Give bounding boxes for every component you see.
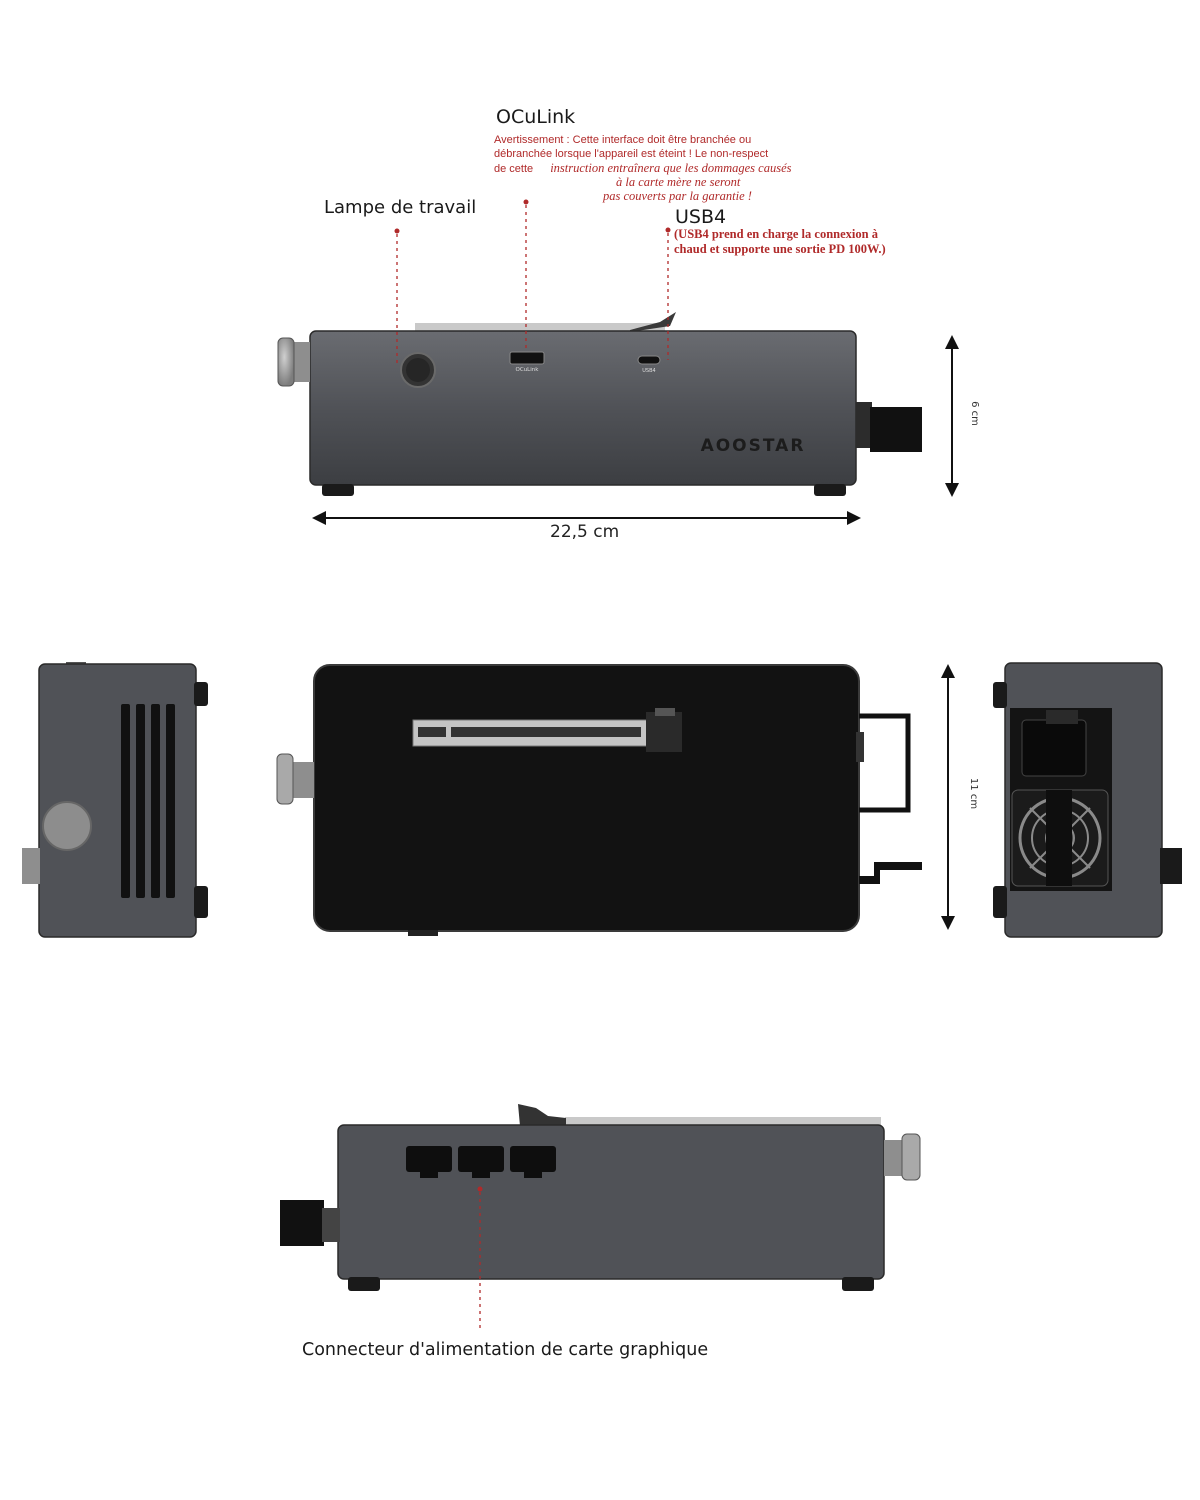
thumb-screw-knob [42,801,92,851]
top-panel [313,664,860,932]
brand-logo: AOOSTAR [701,436,806,456]
oculink-warning-line-2: débranchée lorsque l'appareil est éteint… [494,148,769,160]
width-dimension: 22,5 cm [550,522,620,542]
cable-clip [1046,790,1072,886]
oculink-warning-line-4: à la carte mère ne seront [616,175,741,189]
arrow-head-up [941,664,955,678]
thumb-screw [884,1140,904,1176]
ac-power-inlet [1021,719,1087,777]
oculink-warning-line-5: pas couverts par la garantie ! [603,189,752,203]
vent-grille [121,704,175,898]
callout-dot [665,227,671,233]
usb4-port [637,355,661,365]
usb4-note-line-1: (USB4 prend en charge la connexion à [674,227,878,241]
callout-dot [523,199,529,205]
foot [993,682,1007,708]
foot [194,886,208,918]
thumb-screw [292,762,314,798]
top-plate [415,323,665,332]
oculink-warning-line-1: Avertissement : Cette interface doit êtr… [494,134,752,146]
foot [348,1277,380,1291]
side-connector [856,402,872,448]
thumb-screw-knob [276,753,294,805]
oculink-port-label: OCuLink [516,367,540,373]
thumb-screw-knob [901,1133,921,1181]
callout-dot [394,228,400,234]
oculink-warning-line-3: de cette instruction entraînera que les … [494,161,792,176]
thumb-screw [22,848,40,884]
thumb-screw-knob [277,337,295,387]
oculink-port [509,351,545,365]
latch [630,312,676,332]
top-plate [565,1117,881,1127]
middle-views [22,662,1182,938]
inlet-switch [1046,710,1078,724]
chassis-front [309,330,857,486]
handle [859,713,911,813]
side-connector [322,1208,340,1242]
foot [842,1277,874,1291]
foot [194,682,208,706]
callout-dot [477,1186,483,1192]
arrow-head-down [945,483,959,497]
rear-connector [856,732,864,762]
usb4-note: (USB4 prend en charge la connexion à cha… [674,227,886,257]
latch-lever [859,862,922,884]
arrow-head-down [941,916,955,930]
gpu-power-label: Connecteur d'alimentation de carte graph… [302,1340,709,1360]
front-view: OCuLink USB4 AOOSTAR [277,199,959,525]
arrow-head-up [945,335,959,349]
foot [814,484,846,496]
usb4-port-label: USB4 [642,368,655,374]
arrow-head-right [847,511,861,525]
side-connector-plug [870,407,922,452]
foot [322,484,354,496]
bottom-detail [408,930,438,936]
usb4-note-line-2: chaud et supporte une sortie PD 100W.) [674,242,886,256]
rear-view [280,1104,921,1330]
oculink-warning-line-3b: instruction entraînera que les dommages … [550,161,792,175]
foot [993,886,1007,918]
usb4-title: USB4 [675,206,727,228]
gpu-power-connectors [406,1146,556,1178]
side-connector [1160,848,1182,884]
oculink-title: OCuLink [496,106,576,128]
oculink-warning: Avertissement : Cette interface doit êtr… [494,133,792,176]
work-lamp-label: Lampe de travail [324,197,477,218]
thumb-screw [292,342,310,382]
oculink-warning-line-3a: de cette [494,163,534,175]
arrow-head-left [312,511,326,525]
side-connector-plug [280,1200,324,1246]
work-lamp-button-core [406,358,430,382]
pcie-slot [412,708,682,752]
latch [518,1104,566,1126]
